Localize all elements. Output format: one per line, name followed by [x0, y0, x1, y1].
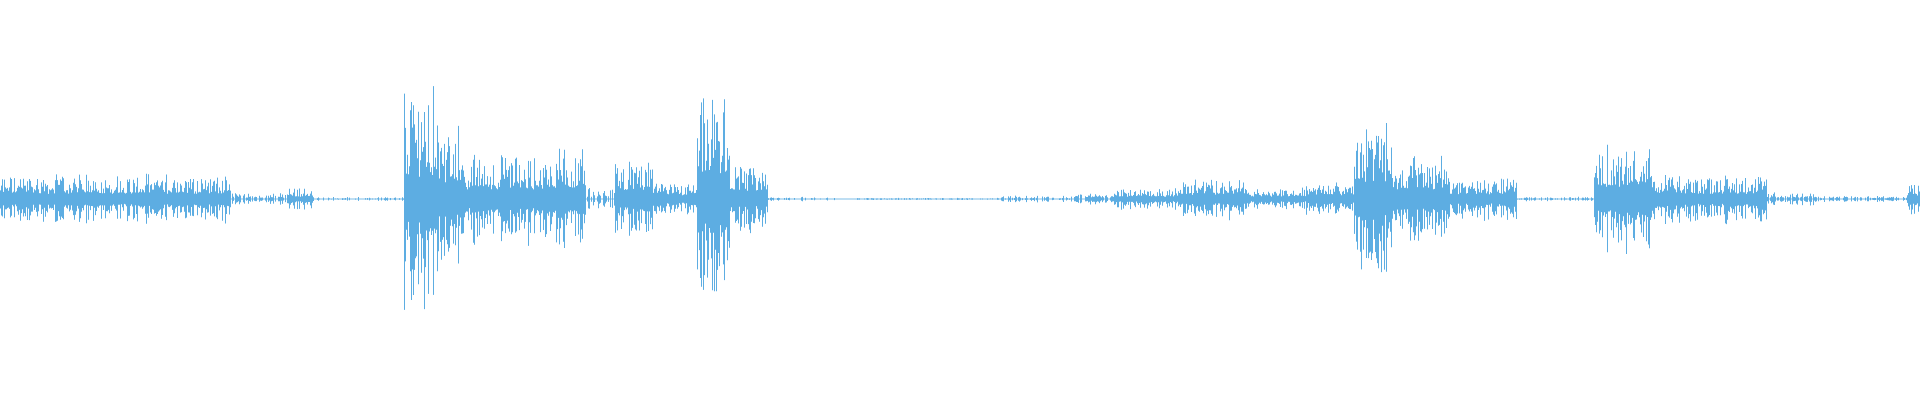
waveform-bars: [0, 86, 1920, 310]
